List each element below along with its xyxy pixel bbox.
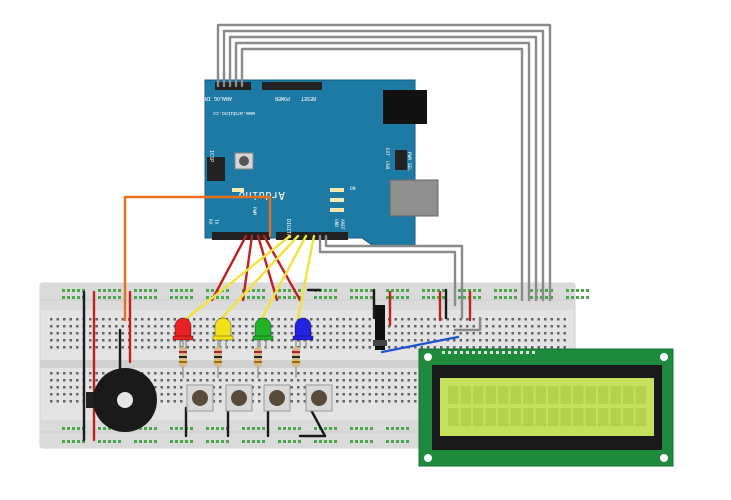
yellow-led xyxy=(212,317,234,348)
wire-gray xyxy=(240,47,524,302)
wire-yellow xyxy=(296,234,316,320)
usb-connector xyxy=(389,179,439,217)
wire-gray xyxy=(318,234,457,307)
arduino-board: Arduino www.arduino.cc ANALOG IN POWER R… xyxy=(204,79,439,246)
label-l: L xyxy=(236,188,239,194)
label-analog-in: ANALOG IN xyxy=(205,95,232,101)
arduino-url: www.arduino.cc xyxy=(213,110,255,116)
wire-yellow xyxy=(220,234,300,320)
wire-gray xyxy=(234,41,531,302)
trim-potentiometer xyxy=(373,305,387,350)
push-button xyxy=(263,384,291,412)
pwr-sel-jumper xyxy=(395,150,407,170)
label-gnd: GND xyxy=(333,219,339,227)
label-aref: AREF xyxy=(339,219,345,230)
blue-led xyxy=(292,317,314,348)
wire-black xyxy=(308,406,327,438)
reset-button-cap xyxy=(239,156,249,166)
wire-blue xyxy=(380,335,460,354)
smd-component xyxy=(330,198,344,202)
label-power: POWER xyxy=(274,95,290,101)
header-power xyxy=(262,82,322,90)
resistor xyxy=(179,340,187,378)
power-jack xyxy=(383,90,427,124)
label-digital: DIGITAL xyxy=(285,219,291,240)
wire-red xyxy=(262,234,302,302)
label-tx: TX xyxy=(213,219,219,225)
label-rx: RX xyxy=(207,219,213,225)
wire-gray xyxy=(324,234,464,320)
header-digital-low xyxy=(212,232,270,240)
header-digital-high xyxy=(276,232,348,240)
wire-yellow xyxy=(260,234,308,320)
wire-yellow xyxy=(185,234,292,320)
label-reset: RESET xyxy=(301,95,316,101)
smd-component xyxy=(232,188,244,192)
label-pwm: PWM xyxy=(251,207,257,215)
label-usb: USB xyxy=(384,161,390,169)
lcd-screen xyxy=(440,378,654,436)
led-group xyxy=(172,317,314,348)
button-group xyxy=(186,384,333,412)
wire-gray xyxy=(222,29,545,302)
wire-gray xyxy=(216,23,552,302)
lcd-16x2 xyxy=(418,348,674,467)
wire-red xyxy=(210,234,248,302)
label-ext: EXT xyxy=(384,148,390,156)
smd-component xyxy=(330,208,344,212)
lcd-character-cells xyxy=(448,386,646,426)
label-pwr-sel: PWR SEL xyxy=(406,152,412,171)
resistor xyxy=(292,340,300,378)
resistor xyxy=(254,340,262,378)
arduino-brand: Arduino xyxy=(239,189,285,202)
wire-red xyxy=(241,234,254,302)
wires xyxy=(82,23,552,442)
wire-gray xyxy=(453,316,482,332)
resistor xyxy=(214,340,222,378)
header-analog-in xyxy=(215,82,251,90)
resistor-group xyxy=(179,340,300,378)
wire-gray xyxy=(228,35,538,302)
label-on: ON xyxy=(350,186,356,192)
piezo-buzzer xyxy=(86,368,157,432)
push-button xyxy=(186,384,214,412)
smd-component xyxy=(330,188,344,192)
push-button xyxy=(305,384,333,412)
lcd-pin-header xyxy=(442,351,535,354)
wire-orange xyxy=(123,195,272,322)
green-led xyxy=(252,317,274,348)
breadboard xyxy=(39,282,589,449)
red-led xyxy=(172,317,194,348)
push-button xyxy=(225,384,253,412)
label-icsp: ICSP xyxy=(208,150,214,162)
icsp-header xyxy=(207,157,225,181)
